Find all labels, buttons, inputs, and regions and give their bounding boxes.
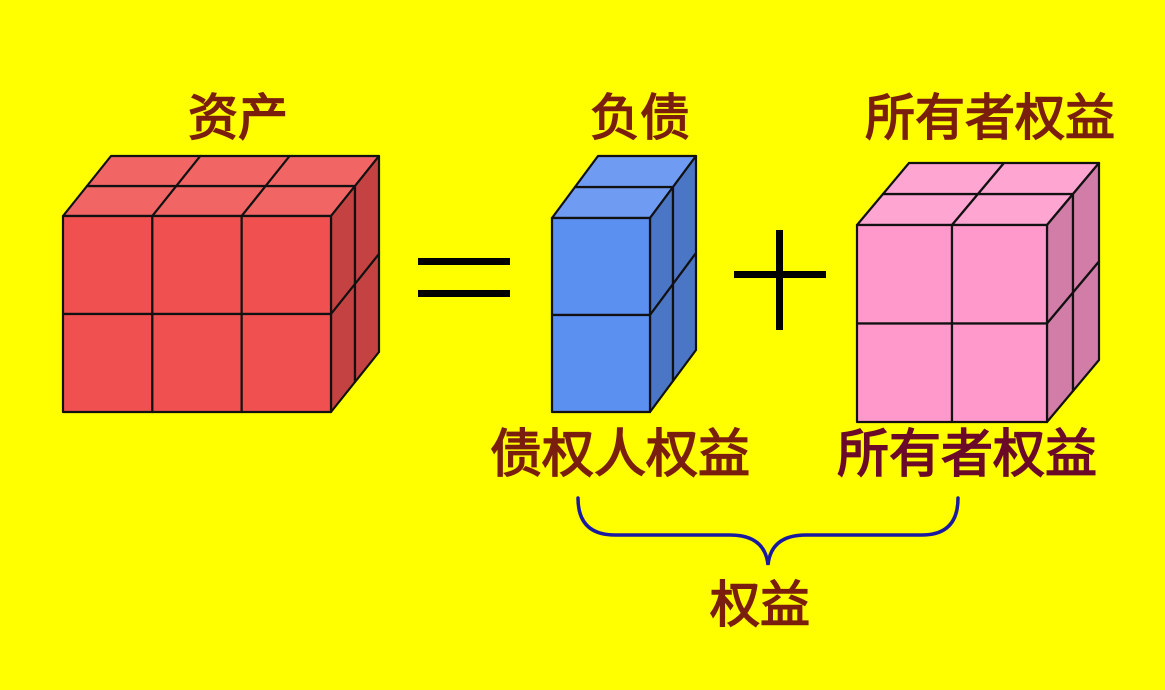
cube-side-cell xyxy=(353,252,381,384)
equals-sign xyxy=(418,258,510,297)
assets-cube xyxy=(61,154,381,414)
equity-brace xyxy=(576,496,960,566)
cube-front-cell xyxy=(61,312,154,414)
cube-side-cell xyxy=(671,251,698,383)
liabilities-label: 负债 xyxy=(590,88,690,147)
cube-front-cell xyxy=(151,312,243,414)
cube-front-cell xyxy=(950,322,1049,424)
cube-front-cell xyxy=(151,214,243,316)
cube-front-cell xyxy=(855,223,954,325)
cube-front-cell xyxy=(240,312,333,414)
equity-label: 权益 xyxy=(709,575,810,634)
owners-equity-bottom-label: 所有者权益 xyxy=(837,424,1097,485)
cube-front-cell xyxy=(61,214,154,316)
cube-front-cell xyxy=(950,223,1049,325)
cube-side-cell xyxy=(1071,260,1101,393)
assets-label: 资产 xyxy=(188,88,288,147)
plus-sign xyxy=(734,230,826,330)
liabilities-cube xyxy=(550,154,698,414)
owners-equity-top-label: 所有者权益 xyxy=(865,88,1115,147)
cube-front-cell xyxy=(550,216,652,317)
cube-front-cell xyxy=(855,322,954,424)
creditors-equity-label: 债权人权益 xyxy=(490,424,750,485)
cube-front-cell xyxy=(550,313,652,414)
owners-equity-cube xyxy=(855,161,1101,424)
cube-front-cell xyxy=(240,214,333,316)
